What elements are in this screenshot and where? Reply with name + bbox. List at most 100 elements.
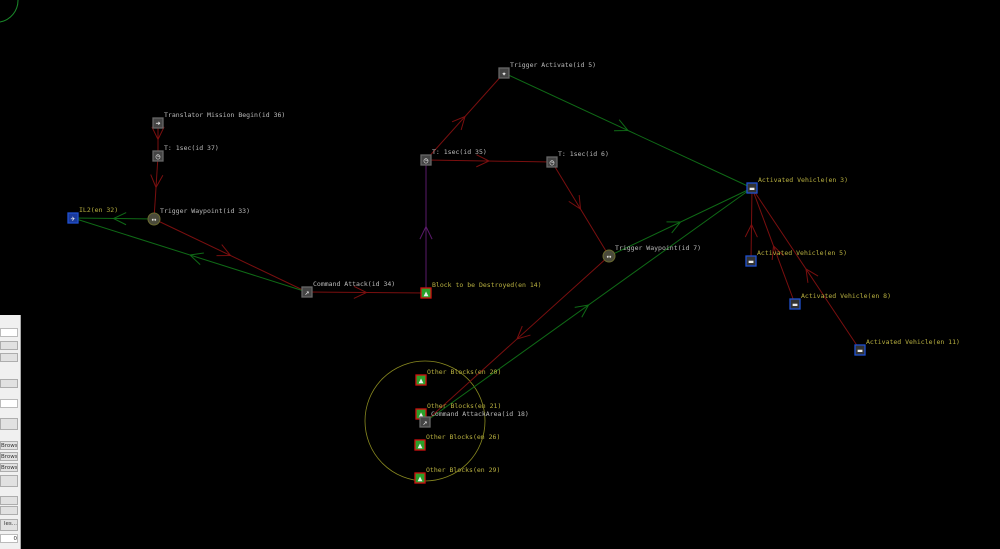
link-arrow-icon: [613, 119, 630, 132]
timer-icon: ◷: [424, 156, 429, 165]
node-label: T: 1sec(id 35): [432, 148, 487, 156]
link-n5-e3[interactable]: [503, 72, 753, 189]
vehicle-icon: ▬: [750, 184, 755, 193]
vehicle-icon: ▬: [749, 257, 754, 266]
link-n34-e14[interactable]: [306, 285, 427, 299]
node-label: Other Blocks(en 20): [427, 368, 501, 376]
link-n33-e32[interactable]: [72, 212, 155, 226]
link-arrow-icon: [150, 174, 164, 189]
link-n37-n33[interactable]: [150, 155, 164, 220]
node-e26[interactable]: ▲Other Blocks(en 26): [414, 433, 500, 451]
node-label: Trigger Activate(id 5): [510, 61, 596, 69]
link-arrow-icon: [744, 223, 758, 238]
link-n6-n7[interactable]: [551, 161, 610, 257]
node-label: Block to be Destroyed(en 14): [432, 281, 542, 289]
link-arrow-icon: [112, 212, 127, 226]
plane-icon: ✈: [71, 214, 76, 223]
node-label: Trigger Waypoint(id 7): [615, 244, 701, 252]
panel-buttons[interactable]: [0, 353, 18, 362]
link-n33-n34[interactable]: [153, 218, 308, 293]
block-icon: ▲: [424, 289, 429, 298]
node-e14[interactable]: ▲Block to be Destroyed(en 14): [420, 281, 542, 299]
node-e11[interactable]: ▬Activated Vehicle(en 11): [854, 338, 960, 356]
block-icon: ▲: [418, 474, 423, 483]
node-label: IL2(en 32): [79, 206, 118, 214]
link-arrow-icon: [476, 154, 491, 168]
link-e8-e3[interactable]: [751, 187, 796, 305]
node-n18[interactable]: ↗Command AttackArea(id 18): [419, 410, 529, 428]
link-n18-e3[interactable]: [424, 187, 753, 423]
files-button[interactable]: les...: [0, 519, 18, 531]
link-arrow-icon: [216, 244, 232, 257]
properties-panel: Browse Browse Browse les... 0: [0, 315, 21, 549]
link-e11-e3[interactable]: [751, 187, 861, 351]
node-label: Activated Vehicle(en 3): [758, 176, 848, 184]
browse-button-3[interactable]: Browse: [0, 463, 18, 472]
link-arrow-icon: [451, 115, 466, 131]
link-arrow-icon: [188, 252, 204, 265]
panel-box: [0, 418, 18, 430]
link-arrow-icon: [574, 304, 590, 318]
timer-icon: ◷: [550, 158, 555, 167]
count-field[interactable]: 0: [0, 534, 18, 543]
block-icon: ▲: [419, 410, 424, 419]
node-label: Command AttackArea(id 18): [431, 410, 529, 418]
link-n7-e3[interactable]: [608, 187, 753, 257]
node-label: Activated Vehicle(en 5): [757, 249, 847, 257]
panel-input[interactable]: [0, 328, 18, 337]
link-arrow-icon: [151, 126, 165, 141]
panel-select-2[interactable]: [0, 496, 18, 505]
link-n35-n6[interactable]: [425, 154, 553, 168]
browse-button-1[interactable]: Browse: [0, 441, 18, 450]
waypoint-icon: ↔: [152, 215, 157, 224]
node-label: Other Blocks(en 21): [427, 402, 501, 410]
node-n37[interactable]: ◷T: 1sec(id 37): [152, 144, 219, 162]
panel-dropdown[interactable]: [0, 341, 18, 350]
panel-field[interactable]: [0, 399, 18, 408]
link-arrow-icon: [568, 195, 582, 210]
node-e5[interactable]: ▬Activated Vehicle(en 5): [745, 249, 847, 267]
node-e20[interactable]: ▲Other Blocks(en 20): [415, 368, 501, 386]
node-e8[interactable]: ▬Activated Vehicle(en 8): [789, 292, 891, 310]
block-icon: ▲: [419, 376, 424, 385]
node-n5[interactable]: ✦Trigger Activate(id 5): [498, 61, 596, 79]
link-arrow-icon: [419, 225, 433, 240]
node-label: Other Blocks(en 29): [426, 466, 500, 474]
link-e5-e3[interactable]: [744, 187, 758, 262]
node-n33[interactable]: ↔Trigger Waypoint(id 33): [147, 207, 250, 226]
node-n36[interactable]: ➜Translator Mission Begin(id 36): [152, 111, 285, 129]
attack-icon: ↗: [423, 418, 428, 427]
link-arrow-icon: [516, 325, 531, 340]
node-e29[interactable]: ▲Other Blocks(en 29): [414, 466, 500, 484]
panel-box-2: [0, 475, 18, 487]
link-n7-n18[interactable]: [424, 255, 610, 423]
panel-select[interactable]: [0, 379, 18, 388]
timer-icon: ◷: [156, 152, 161, 161]
vehicle-icon: ▬: [858, 346, 863, 355]
node-label: T: 1sec(id 6): [558, 150, 609, 158]
node-n35[interactable]: ◷T: 1sec(id 35): [420, 148, 487, 166]
node-label: Activated Vehicle(en 11): [866, 338, 960, 346]
corner-arc: [0, 0, 19, 23]
node-n34[interactable]: ↗Command Attack(id 34): [301, 280, 395, 298]
activate-icon: ✦: [502, 69, 507, 78]
block-icon: ▲: [418, 441, 423, 450]
node-n7[interactable]: ↔Trigger Waypoint(id 7): [602, 244, 701, 263]
panel-select-3[interactable]: [0, 506, 18, 515]
node-n6[interactable]: ◷T: 1sec(id 6): [546, 150, 609, 168]
link-e14-n35[interactable]: [419, 160, 433, 293]
node-e3[interactable]: ▬Activated Vehicle(en 3): [746, 176, 848, 194]
waypoint-icon: ↔: [607, 252, 612, 261]
link-arrow-icon: [353, 285, 368, 299]
browse-button-2[interactable]: Browse: [0, 452, 18, 461]
link-n35-n5[interactable]: [425, 72, 505, 161]
link-n34-e32[interactable]: [72, 217, 308, 293]
node-e32[interactable]: ✈IL2(en 32): [67, 206, 118, 224]
node-label: Trigger Waypoint(id 33): [160, 207, 250, 215]
attack-icon: ↗: [305, 288, 310, 297]
node-label: Other Blocks(en 26): [426, 433, 500, 441]
link-arrow-icon: [771, 244, 784, 260]
node-label: T: 1sec(id 37): [164, 144, 219, 152]
enter-icon: ➜: [156, 119, 161, 128]
